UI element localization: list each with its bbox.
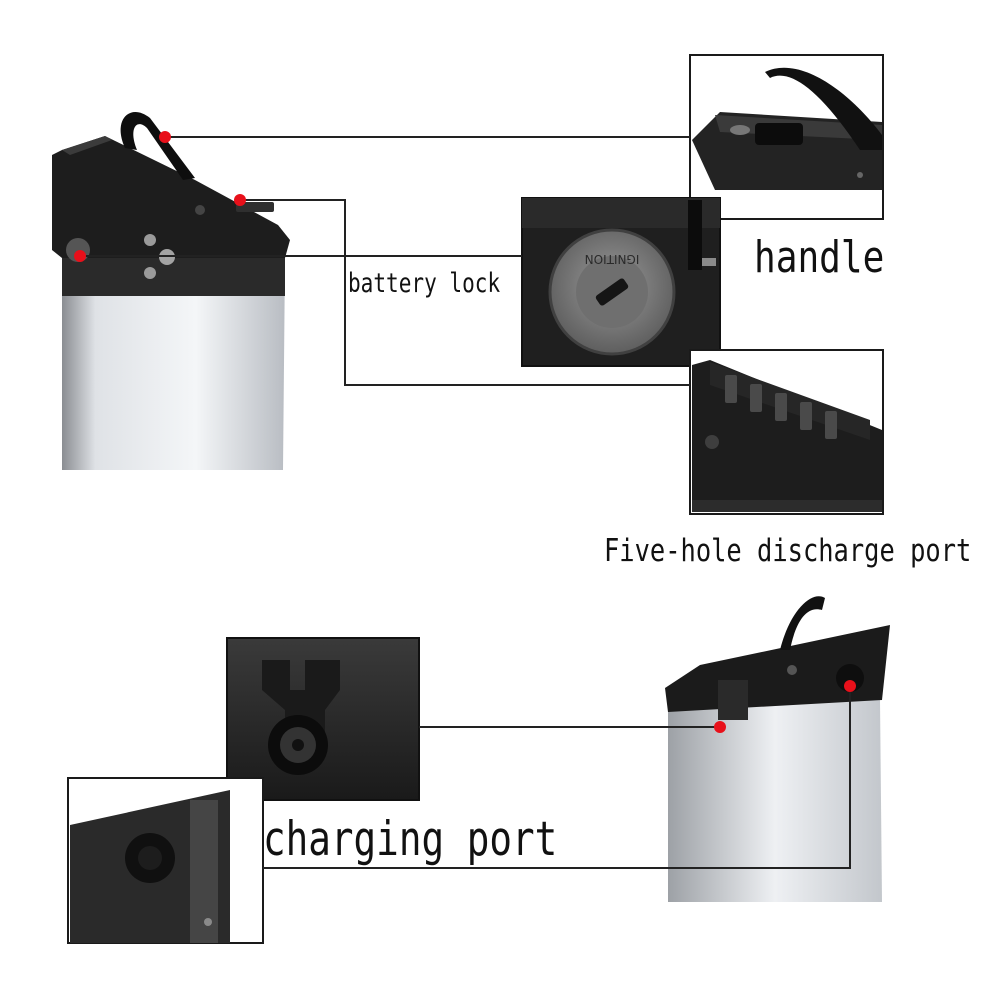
battery-top-left <box>52 111 290 470</box>
battery-bottom-right <box>665 596 890 902</box>
marker-discharge <box>234 194 246 206</box>
marker-handle <box>159 131 171 143</box>
marker-lock <box>74 250 86 262</box>
label-handle: handle <box>754 232 885 283</box>
marker-dots <box>74 131 856 733</box>
lock-face-text: IGNITION <box>585 252 640 266</box>
inset-charging-port-top <box>226 637 420 801</box>
marker-charging-top <box>714 721 726 733</box>
leader-line-charging-bottom <box>263 686 851 869</box>
label-charging-port: charging port <box>263 812 558 867</box>
label-discharge-port: Five-hole discharge port <box>604 533 972 569</box>
leader-line-discharge <box>240 199 690 386</box>
handle-loop <box>120 111 195 180</box>
label-battery-lock: battery lock <box>348 268 501 299</box>
marker-charging-bottom <box>844 680 856 692</box>
inset-handle <box>689 54 884 220</box>
inset-charging-port-bottom <box>67 777 264 944</box>
inset-battery-lock: IGNITION <box>521 197 721 367</box>
inset-discharge-port <box>689 349 884 515</box>
leader-lines <box>80 136 851 869</box>
